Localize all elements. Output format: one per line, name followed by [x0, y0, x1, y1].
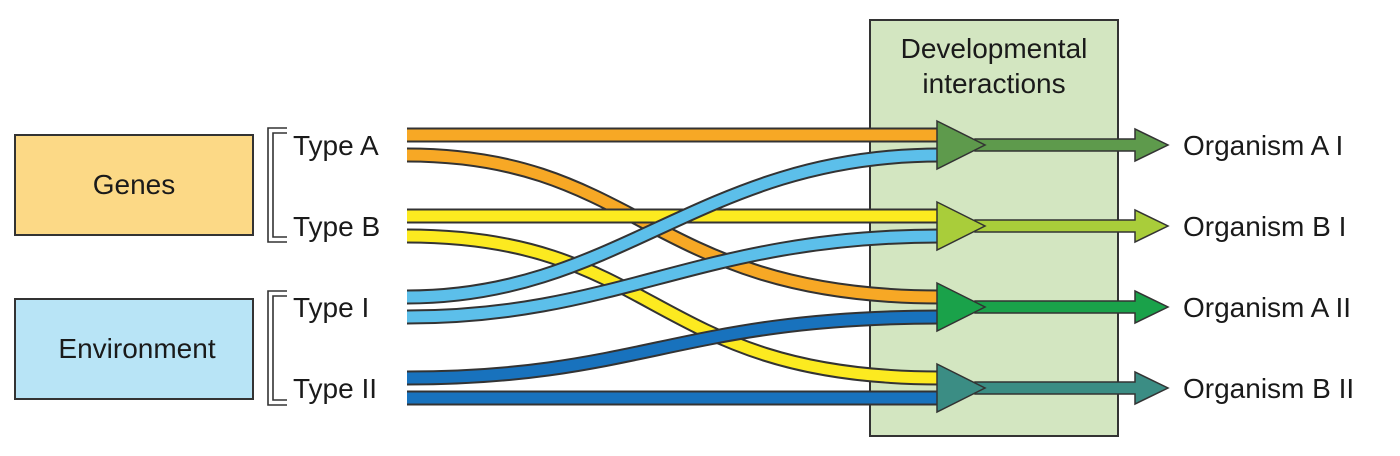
type-ii-label: Type II — [293, 373, 377, 404]
arrow-organism-a-ii — [936, 281, 1170, 333]
environment-box — [14, 298, 254, 400]
type-b-label: Type B — [293, 211, 380, 242]
band-type-b-to-b-ii — [406, 228, 941, 386]
environment-label: Environment — [58, 333, 215, 364]
genes-bracket — [267, 127, 287, 243]
panel-title-line1: Developmental — [901, 33, 1088, 64]
genes-box — [14, 134, 254, 236]
organism-b-i-label: Organism B I — [1183, 211, 1346, 242]
band-type-i-to-b-i — [406, 228, 941, 325]
type-a-label: Type A — [293, 130, 379, 161]
bands-group — [406, 127, 941, 406]
band-type-ii-to-a-ii — [406, 309, 941, 386]
arrow-organism-b-ii — [936, 362, 1170, 414]
genes-label: Genes — [93, 169, 176, 200]
organism-a-ii-label: Organism A II — [1183, 292, 1351, 323]
arrow-organism-b-i — [936, 200, 1170, 252]
arrows-group — [936, 119, 1170, 414]
environment-bracket — [267, 290, 287, 406]
organism-b-ii-label: Organism B II — [1183, 373, 1354, 404]
organism-a-i-label: Organism A I — [1183, 130, 1343, 161]
band-type-i-to-a-i — [406, 147, 941, 305]
arrow-organism-a-i — [936, 119, 1170, 171]
panel-title-line2: interactions — [922, 68, 1065, 99]
type-i-label: Type I — [293, 292, 369, 323]
